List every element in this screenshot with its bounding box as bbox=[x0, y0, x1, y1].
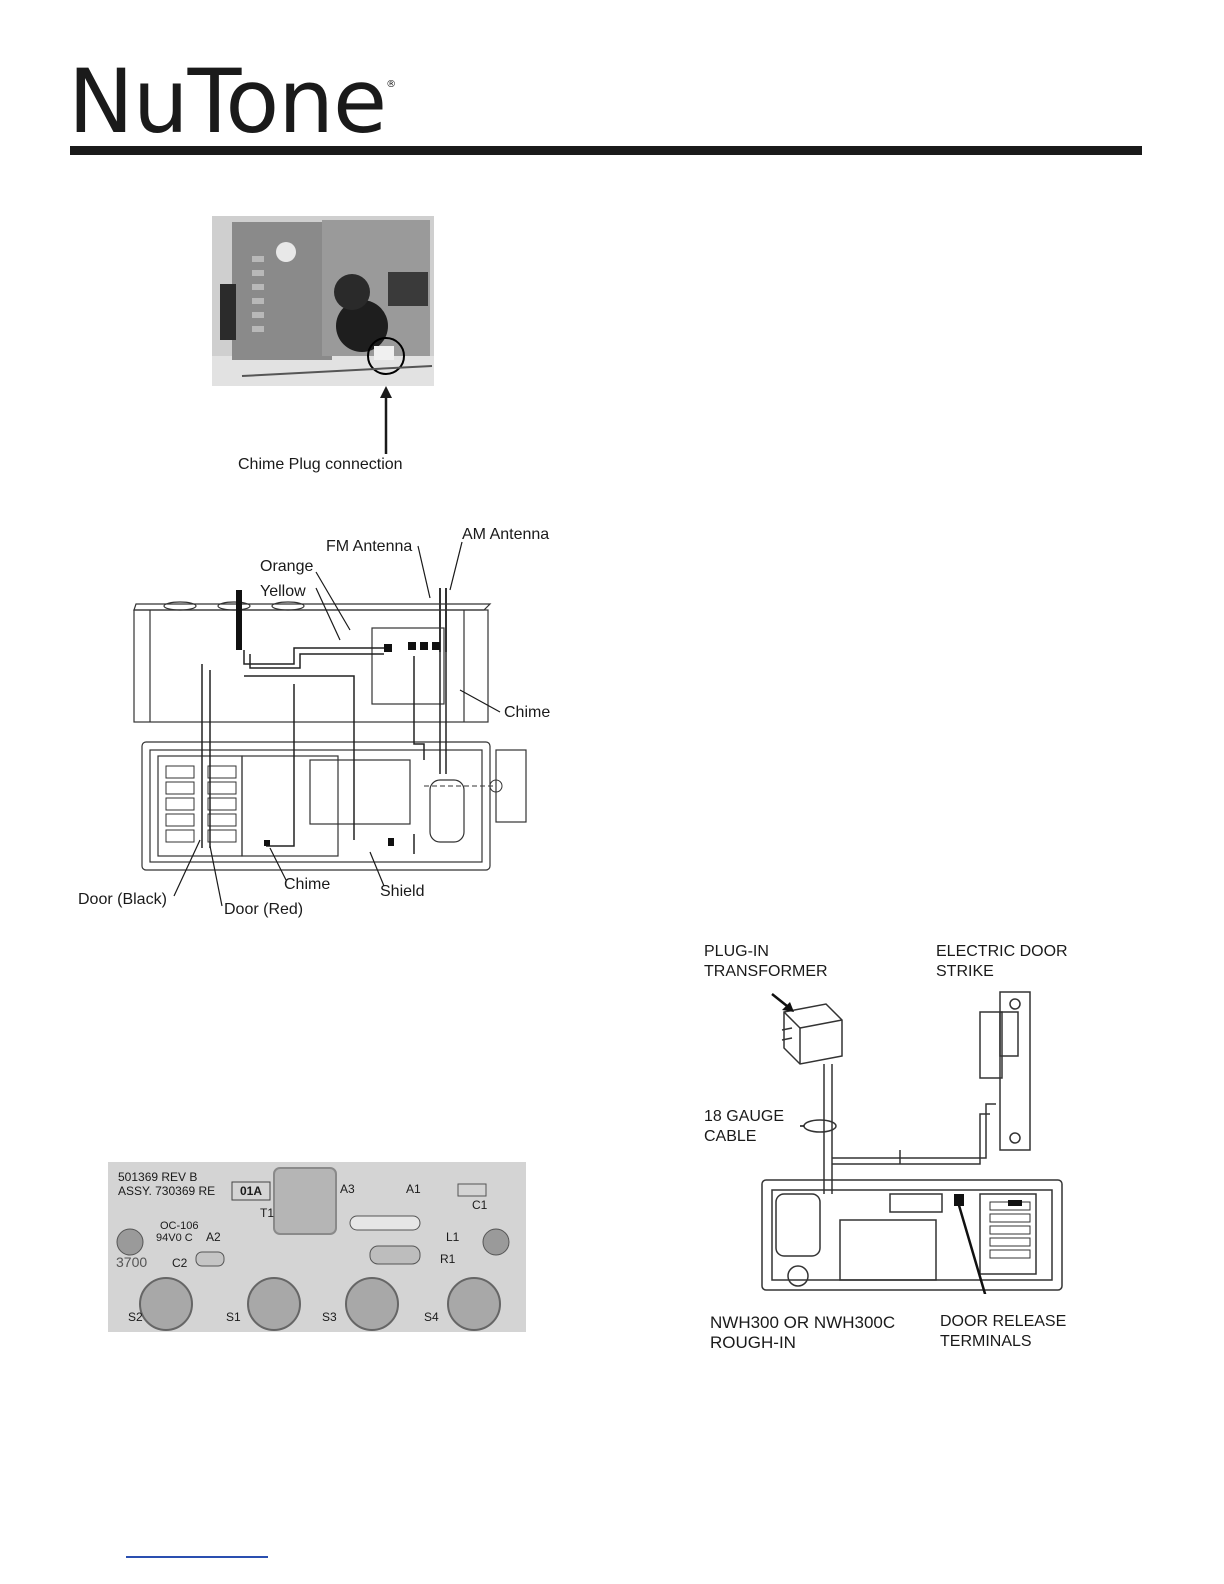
chime-plug-photo bbox=[212, 216, 434, 386]
rough-in-line1: NWH300 OR NWH300C bbox=[710, 1313, 896, 1332]
board-l1: L1 bbox=[446, 1230, 460, 1244]
orange-wire-label: Orange bbox=[260, 558, 314, 575]
door-strike-diagram bbox=[761, 991, 1063, 1294]
board-a1: A1 bbox=[406, 1182, 421, 1196]
nutone-logo: NuTone® bbox=[68, 58, 396, 146]
footer-link-underline[interactable] bbox=[126, 1556, 268, 1558]
terminal-s2: S2 bbox=[128, 1310, 143, 1324]
wiring-diagram bbox=[133, 588, 527, 871]
door-red-label: Door (Red) bbox=[224, 901, 304, 918]
electric-door-strike-line2: STRIKE bbox=[936, 963, 994, 980]
logo-text: NuTone bbox=[68, 50, 387, 153]
circuit-board-photo bbox=[108, 1162, 526, 1332]
electric-door-strike-label: ELECTRIC DOOR STRIKE bbox=[936, 942, 1068, 982]
chime-plug-caption: Chime Plug connection bbox=[238, 456, 403, 473]
electric-door-strike-line1: ELECTRIC DOOR bbox=[936, 943, 1068, 960]
header-rule bbox=[70, 146, 1142, 155]
terminal-s3: S3 bbox=[322, 1310, 337, 1324]
pointer-arrow bbox=[380, 386, 392, 454]
gauge-cable-line1: 18 GAUGE bbox=[704, 1108, 785, 1125]
gauge-cable-line2: CABLE bbox=[704, 1128, 757, 1145]
board-rev: 01A bbox=[240, 1184, 263, 1198]
plug-in-transformer-line2: TRANSFORMER bbox=[704, 963, 828, 980]
fm-antenna-label: FM Antenna bbox=[326, 538, 413, 555]
board-c2: C2 bbox=[172, 1256, 188, 1270]
registered-mark: ® bbox=[386, 79, 397, 90]
board-a3: A3 bbox=[340, 1182, 355, 1196]
board-serial: 3700 bbox=[116, 1254, 148, 1270]
terminal-s4: S4 bbox=[424, 1310, 439, 1324]
board-t1: T1 bbox=[260, 1206, 275, 1220]
gauge-cable-label: 18 GAUGE CABLE bbox=[704, 1107, 784, 1147]
door-release-label: DOOR RELEASE TERMINALS bbox=[940, 1312, 1066, 1352]
board-rating: 94V0 C bbox=[156, 1232, 193, 1244]
board-c1: C1 bbox=[472, 1198, 488, 1212]
door-release-line2: TERMINALS bbox=[940, 1333, 1032, 1350]
am-antenna-label: AM Antenna bbox=[462, 526, 550, 543]
door-black-label: Door (Black) bbox=[78, 891, 167, 908]
yellow-wire-label: Yellow bbox=[260, 583, 306, 600]
board-a2: A2 bbox=[206, 1230, 221, 1244]
plug-in-transformer-line1: PLUG-IN bbox=[704, 943, 769, 960]
chime-top-label: Chime bbox=[504, 704, 551, 721]
door-release-line1: DOOR RELEASE bbox=[940, 1313, 1067, 1330]
board-assy: ASSY. 730369 RE bbox=[118, 1184, 216, 1198]
chime-bottom-label: Chime bbox=[284, 876, 331, 893]
rough-in-line2: ROUGH-IN bbox=[710, 1333, 796, 1352]
board-oc: OC-106 bbox=[160, 1220, 199, 1232]
plug-in-transformer-label: PLUG-IN TRANSFORMER bbox=[704, 942, 828, 982]
terminal-s1: S1 bbox=[226, 1310, 241, 1324]
shield-label: Shield bbox=[380, 883, 425, 900]
board-part-no: 501369 REV B bbox=[118, 1170, 198, 1184]
board-r1: R1 bbox=[440, 1252, 456, 1266]
